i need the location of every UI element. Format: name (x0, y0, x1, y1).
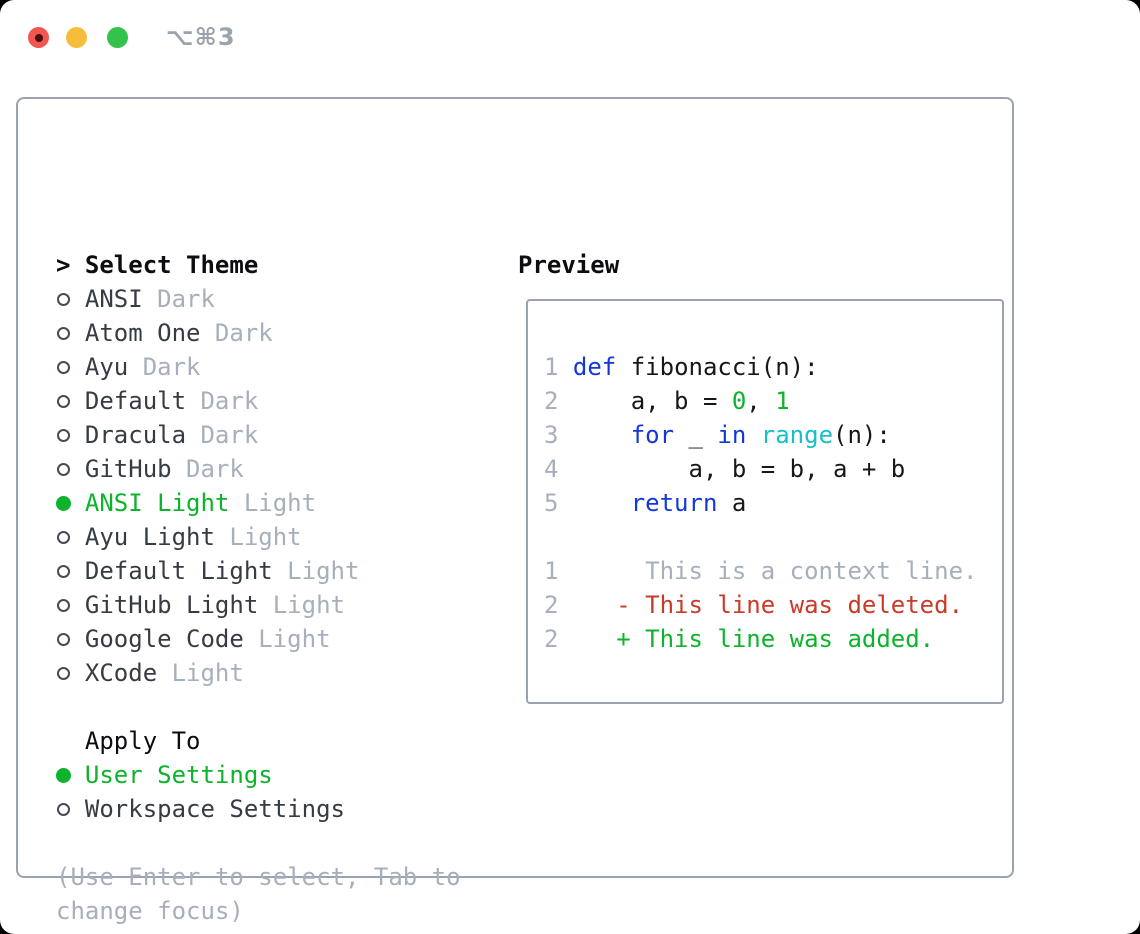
theme-option-ayu-light[interactable]: Ayu Light Light (56, 520, 461, 554)
preview-pane: 1 def fibonacci(n): 2 a, b = 0, 1 3 for _ … (526, 299, 1004, 704)
theme-option-variant-badge: Light (229, 523, 302, 551)
diff-line: 1 This is a context line. (544, 557, 978, 585)
unsaved-changes-dot-icon (34, 33, 43, 42)
radio-icon (56, 530, 85, 544)
theme-option-variant-badge: Dark (214, 319, 273, 347)
theme-option-xcode[interactable]: XCode Light (56, 656, 461, 690)
theme-option-variant-badge: Light (287, 557, 360, 585)
theme-option-name: GitHub Light (84, 591, 259, 619)
theme-option-atom-one[interactable]: Atom One Dark (56, 316, 461, 350)
help-text-line-1: (Use Enter to select, Tab to (56, 863, 461, 891)
radio-icon (56, 428, 85, 442)
code-line: 2 a, b = 0, 1 (544, 387, 790, 415)
code-line: 1 def fibonacci(n): (544, 353, 819, 381)
line-number: 3 (544, 421, 559, 449)
apply-option-user-settings[interactable]: User Settings (56, 758, 461, 792)
minimize-button[interactable] (66, 27, 87, 48)
theme-option-variant-badge: Dark (157, 285, 215, 313)
theme-option-dracula[interactable]: Dracula Dark (56, 418, 461, 452)
line-number: 2 (544, 591, 559, 619)
window-title-shortcut: ⌥⌘3 (166, 23, 236, 51)
radio-icon (56, 802, 85, 816)
theme-option-name: ANSI Light (84, 489, 230, 517)
code-line: 4 a, b = b, a + b (544, 455, 906, 483)
theme-option-github[interactable]: GitHub Dark (56, 452, 461, 486)
theme-option-variant-badge: Dark (200, 387, 259, 415)
theme-list-header: > Select Theme (56, 248, 461, 282)
diff-line: 2 - This line was deleted. (544, 591, 964, 619)
apply-option-name: Workspace Settings (84, 795, 345, 823)
apply-to-title: Apply To (84, 727, 201, 755)
radio-icon (56, 360, 85, 374)
radio-icon (56, 598, 85, 612)
diff-preview: 1 This is a context line. 2 - This line w… (544, 554, 977, 656)
theme-option-name: GitHub (84, 455, 172, 483)
theme-option-default-light[interactable]: Default Light Light (56, 554, 461, 588)
radio-icon (56, 666, 85, 680)
line-number: 2 (544, 387, 559, 415)
line-number: 1 (544, 353, 559, 381)
theme-option-name: Default (84, 387, 187, 415)
theme-option-name: Ayu (84, 353, 129, 381)
close-button[interactable] (28, 27, 49, 48)
theme-option-name: XCode (84, 659, 158, 687)
diff-line: 2 + This line was added. (544, 625, 935, 653)
line-number: 2 (544, 625, 559, 653)
help-text-line-2: change focus) (56, 897, 244, 925)
code-line: 5 return a (544, 489, 747, 517)
theme-option-variant-badge: Dark (186, 455, 244, 483)
line-number: 5 (544, 489, 559, 517)
theme-option-variant-badge: Light (258, 625, 331, 653)
radio-icon (56, 292, 85, 306)
theme-option-ansi-light[interactable]: ANSI Light Light (56, 486, 461, 520)
theme-option-name: Atom One (84, 319, 201, 347)
radio-icon (56, 394, 85, 408)
theme-option-variant-badge: Light (243, 489, 317, 517)
preview-content: 1 def fibonacci(n): 2 a, b = 0, 1 3 for _ … (544, 350, 977, 656)
focus-cursor-icon: > (56, 251, 71, 279)
code-preview: 1 def fibonacci(n): 2 a, b = 0, 1 3 for _ … (544, 350, 977, 520)
theme-option-name: Dracula (84, 421, 187, 449)
radio-selected-icon (56, 767, 85, 783)
radio-icon (56, 326, 85, 340)
preview-title: Preview (518, 251, 620, 279)
code-line: 3 for _ in range(n): (544, 421, 891, 449)
theme-option-google-code[interactable]: Google Code Light (56, 622, 461, 656)
theme-option-name: Default Light (84, 557, 273, 585)
theme-option-name: ANSI (84, 285, 143, 313)
theme-option-variant-badge: Light (272, 591, 345, 619)
theme-option-variant-badge: Light (171, 659, 244, 687)
spacer (56, 690, 461, 724)
line-number: 1 (544, 557, 559, 585)
select-theme-title: Select Theme (84, 251, 259, 279)
maximize-button[interactable] (107, 27, 128, 48)
radio-icon (56, 632, 85, 646)
spacer (56, 826, 461, 860)
theme-option-ayu[interactable]: Ayu Dark (56, 350, 461, 384)
apply-option-name: User Settings (84, 761, 273, 789)
theme-option-name: Google Code (84, 625, 244, 653)
theme-option-github-light[interactable]: GitHub Light Light (56, 588, 461, 622)
theme-option-variant-badge: Dark (200, 421, 259, 449)
theme-option-name: Ayu Light (84, 523, 215, 551)
theme-option-variant-badge: Dark (142, 353, 201, 381)
theme-option-ansi[interactable]: ANSI Dark (56, 282, 461, 316)
apply-to-header: Apply To (56, 724, 461, 758)
radio-icon (56, 462, 85, 476)
radio-icon (56, 564, 85, 578)
line-number: 4 (544, 455, 559, 483)
apply-option-workspace-settings[interactable]: Workspace Settings (56, 792, 461, 826)
radio-selected-icon (56, 495, 85, 511)
theme-option-default[interactable]: Default Dark (56, 384, 461, 418)
